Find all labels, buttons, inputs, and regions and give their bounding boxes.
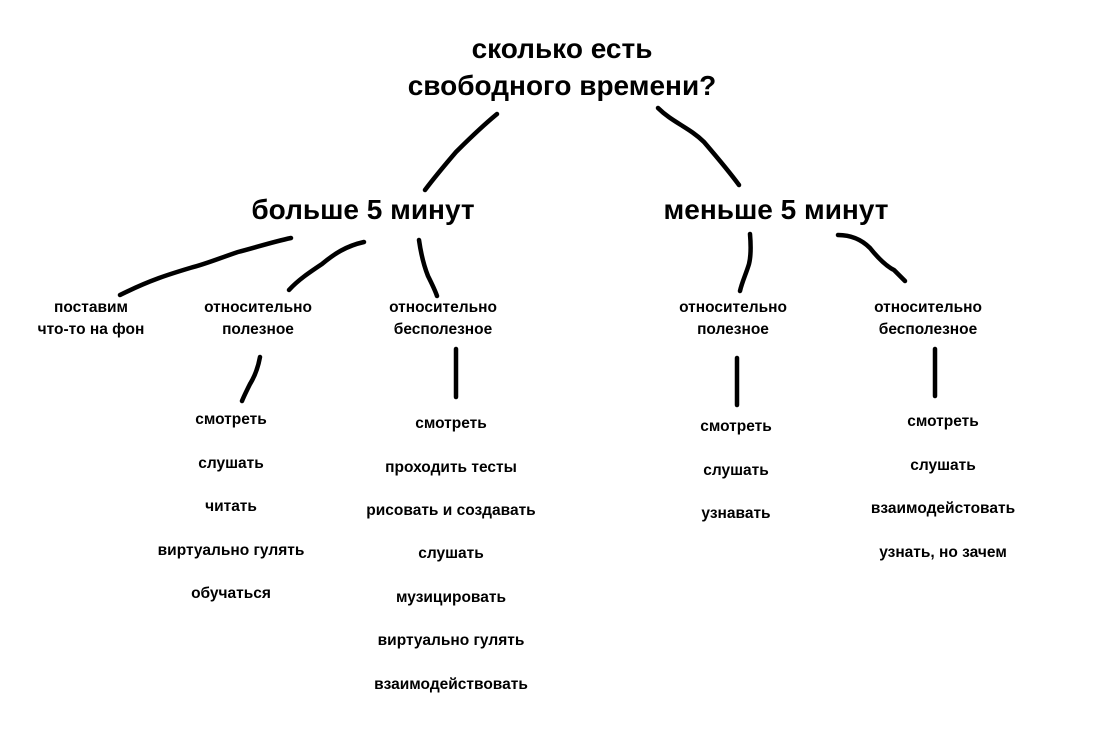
branch-more-5-min: больше 5 минут [251, 194, 475, 225]
node-less-useless-line1: относительно [874, 299, 982, 316]
node-more-background: поставим что-то на фон [38, 297, 145, 341]
leaf-item: узнать, но зачем [879, 544, 1007, 561]
leaf-item: читать [205, 498, 257, 515]
leaf-item: музицировать [396, 589, 506, 606]
leaf-item: слушать [418, 545, 484, 562]
node-more-useful-line2: полезное [222, 321, 294, 338]
root-question-line2: свободного времени? [407, 70, 717, 101]
leaf-item: виртуально гулять [157, 542, 305, 559]
node-less-useful-line1: относительно [679, 299, 787, 316]
leaf-item: смотреть [195, 411, 267, 428]
node-more-background-line1: поставим [54, 299, 128, 316]
node-more-useful-line1: относительно [204, 299, 312, 316]
leaf-item: рисовать и создавать [366, 502, 536, 519]
leaf-item: проходить тесты [385, 459, 517, 476]
connector-more-to-useless [416, 237, 440, 299]
leaf-item: смотреть [415, 415, 487, 432]
connector-more-to-useful [286, 239, 367, 293]
connector-more-useful-to-items [239, 354, 263, 404]
leaf-item: слушать [198, 455, 264, 472]
node-more-useless-line1: относительно [389, 299, 497, 316]
leaf-item: смотреть [907, 413, 979, 430]
node-more-useless: относительно бесполезное [389, 297, 497, 341]
leaf-item: обучаться [191, 585, 271, 602]
leaf-item: слушать [910, 457, 976, 474]
root-question: сколько есть свободного времени? [382, 30, 742, 104]
leaf-item: взаимодейстовать [870, 500, 1016, 517]
connector-less-to-useless [835, 232, 908, 284]
connector-less-to-useful [737, 231, 753, 294]
connector-more-to-bg [117, 235, 294, 298]
leaf-item: виртуально гулять [377, 632, 525, 649]
leaf-item: узнавать [701, 505, 771, 522]
node-less-useful-line2: полезное [697, 321, 769, 338]
connector-root-to-less [655, 105, 742, 188]
node-more-useless-line2: бесполезное [393, 321, 493, 338]
leaf-item: смотреть [700, 418, 772, 435]
node-less-useful: относительно полезное [679, 297, 787, 341]
node-more-useful: относительно полезное [204, 297, 312, 341]
node-less-useless-line2: бесполезное [878, 321, 978, 338]
leaf-item: слушать [703, 462, 769, 479]
root-question-line1: сколько есть [471, 33, 653, 64]
branch-less-5-min: меньше 5 минут [663, 194, 889, 225]
connector-root-to-more [422, 111, 500, 193]
node-less-useless: относительно бесполезное [874, 297, 982, 341]
leaf-item: взаимодействовать [374, 676, 528, 693]
node-more-background-line2: что-то на фон [37, 321, 145, 338]
